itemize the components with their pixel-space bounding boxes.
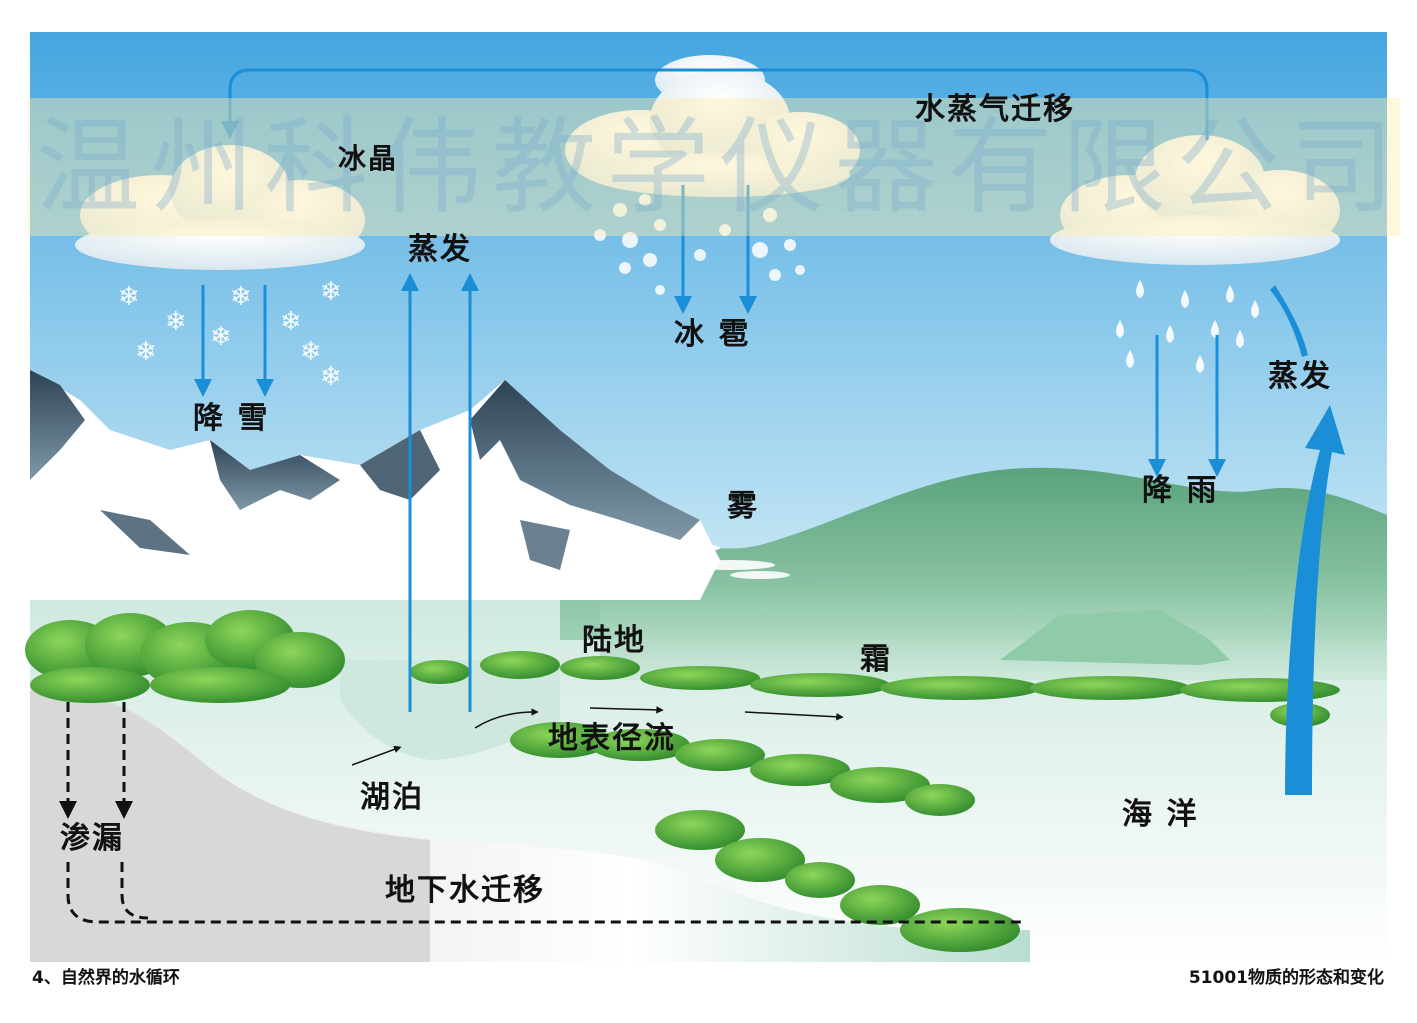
fog-wisps [640, 543, 790, 579]
svg-text:❄: ❄ [320, 362, 342, 392]
groundwater-path-1 [66, 862, 1022, 924]
ocean-evaporation-arrow-top [1270, 285, 1308, 357]
mountain-shadow-3 [470, 380, 700, 540]
label-evaporation-land: 蒸发 [408, 232, 472, 267]
label-hail: 冰 雹 [674, 317, 751, 352]
svg-text:❄: ❄ [210, 322, 232, 352]
snowflakes: ❄ ❄ ❄ ❄ ❄ ❄ ❄ ❄ ❄ [118, 277, 342, 392]
runoff-arrow-lake [351, 745, 402, 766]
label-fog: 雾 [727, 489, 759, 524]
watermark-band: 温州科伟教学仪器有限公司 [28, 98, 1400, 236]
mountain-shadow-6 [520, 520, 570, 570]
svg-text:❄: ❄ [230, 282, 252, 312]
label-vapor-transport: 水蒸气迁移 [915, 92, 1075, 127]
svg-text:❄: ❄ [300, 337, 322, 367]
groundwater-path-2 [120, 862, 149, 920]
rock-hill [1000, 610, 1230, 665]
label-rainfall: 降 雨 [1142, 473, 1219, 508]
ocean-evaporation-arrow [1285, 405, 1345, 795]
svg-text:❄: ❄ [135, 337, 157, 367]
vegetation [25, 610, 1340, 952]
runoff-arrow-1 [474, 708, 539, 729]
label-frost: 霜 [860, 642, 892, 677]
label-evaporation-ocean: 蒸发 [1268, 359, 1332, 394]
mountain-shadow-4 [360, 430, 440, 500]
svg-text:❄: ❄ [165, 307, 187, 337]
label-surface-runoff: 地表径流 [548, 721, 676, 756]
label-groundwater: 地下水迁移 [385, 873, 545, 908]
runoff-arrow-3 [744, 711, 844, 721]
mountain-shadow-5 [100, 510, 190, 555]
groundwater-zone [30, 690, 430, 962]
footer-caption-left: 4、自然界的水循环 [32, 968, 180, 988]
cloud-right [1050, 135, 1340, 265]
lake [340, 660, 560, 760]
footer-caption-right: 51001物质的形态和变化 [1188, 968, 1384, 988]
svg-text:❄: ❄ [118, 282, 140, 312]
svg-text:❄: ❄ [320, 277, 342, 307]
mountain-shadow-1 [30, 370, 85, 480]
rain-drops [1116, 280, 1259, 373]
runoff-arrow-2 [589, 706, 664, 714]
label-seepage: 渗漏 [60, 821, 124, 856]
label-snowfall: 降 雪 [193, 401, 270, 436]
label-lake: 湖泊 [360, 780, 424, 815]
cloud-left [75, 145, 365, 270]
hail-balls [594, 194, 805, 295]
svg-text:❄: ❄ [280, 307, 302, 337]
label-land: 陆地 [582, 623, 646, 658]
mountain-shadow-2 [210, 440, 340, 510]
label-ice-crystal: 冰晶 [338, 142, 399, 175]
cloud-center [565, 55, 860, 197]
label-ocean: 海 洋 [1122, 797, 1199, 832]
vapor-transport-path [221, 68, 1209, 140]
